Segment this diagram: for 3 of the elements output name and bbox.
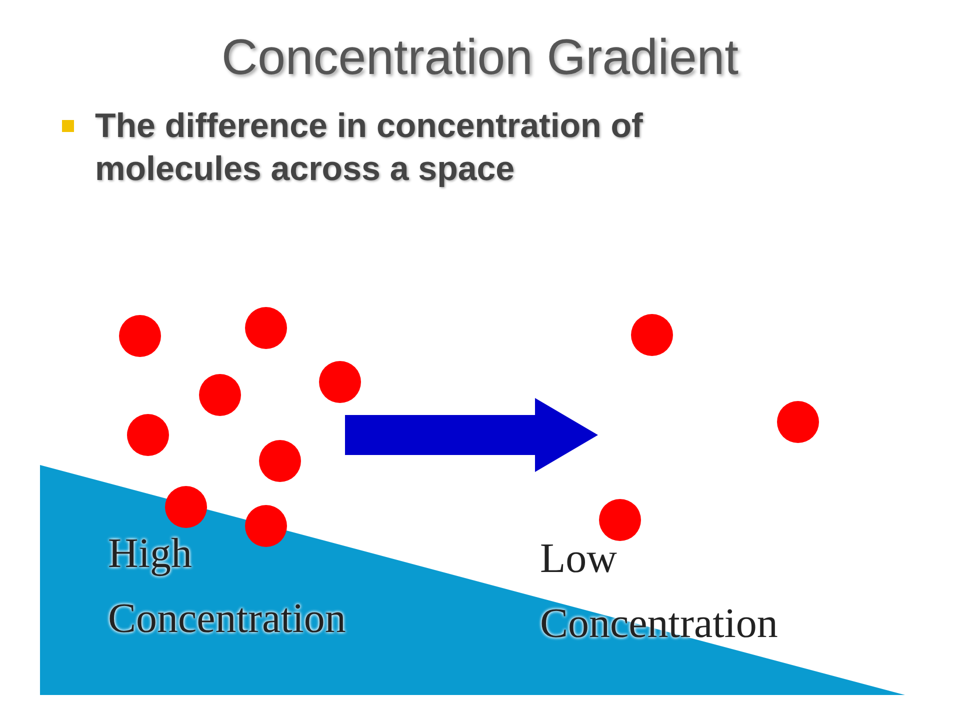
bullet-text: The difference in concentration of molecules across a space	[95, 106, 644, 190]
region-label: High Concentration	[108, 530, 347, 644]
title: Concentration Gradient	[220, 28, 740, 86]
